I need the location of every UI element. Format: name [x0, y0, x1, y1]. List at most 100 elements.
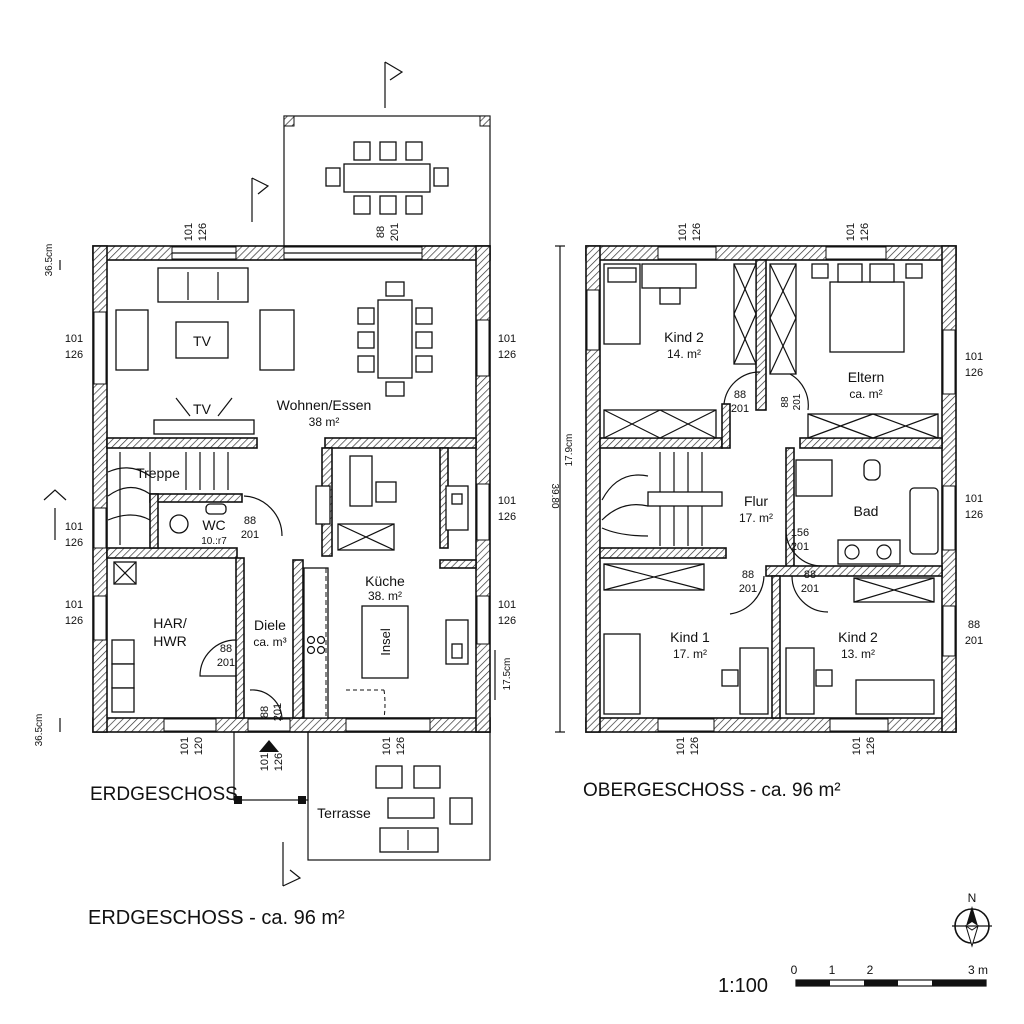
- dim-up-top2-h: 126: [859, 223, 871, 241]
- dim-up-door-kind2b-w: 88: [804, 569, 816, 581]
- dim-top1-h: 126: [197, 223, 209, 241]
- scale-tick-2: 2: [867, 963, 874, 977]
- dim-bottom1-h: 120: [193, 737, 205, 755]
- dim-left1-h: 126: [65, 349, 83, 361]
- upper-floor-labels: Kind 2 14. m² Eltern ca. m² Flur 17. m² …: [549, 223, 983, 801]
- scale-ratio: 1:100: [718, 975, 768, 997]
- dim-left3-h: 126: [65, 615, 83, 627]
- room-area-kueche: 38. m²: [368, 589, 402, 603]
- room-label-bad: Bad: [854, 503, 879, 519]
- dim-up-bottom1-h: 126: [689, 737, 701, 755]
- dim-har-door-h: 201: [217, 657, 235, 669]
- room-label-terrasse: Terrasse: [317, 805, 371, 821]
- dim-entry-door-h: 201: [272, 703, 284, 721]
- dim-wc-door-w: 88: [244, 515, 256, 527]
- scale-tick-0: 0: [791, 963, 798, 977]
- dim-up-right1-w: 101: [965, 351, 983, 363]
- room-label-wc: WC: [202, 517, 225, 533]
- upper-floor-title: OBERGESCHOSS - ca. 96 m²: [583, 780, 841, 801]
- dim-up-door-eltern-h: 201: [792, 393, 803, 410]
- dim-right3-w: 101: [498, 599, 516, 611]
- dim-right3-h: 126: [498, 615, 516, 627]
- room-area-wc: 10.:r7: [201, 536, 227, 547]
- upper-floor-plan: [555, 245, 957, 733]
- ground-floor-plan: [43, 61, 496, 887]
- scale-tick-1: 1: [829, 963, 836, 977]
- dim-bottom2-w: 101: [381, 737, 393, 755]
- room-area-diele: ca. m³: [253, 635, 286, 649]
- room-label-diele: Diele: [254, 617, 286, 633]
- dim-bottom2-h: 126: [395, 737, 407, 755]
- room-area-kind1: 17. m²: [673, 647, 707, 661]
- tv-label-2: TV: [193, 401, 212, 417]
- room-area-kind2-top: 14. m²: [667, 347, 701, 361]
- room-area-wohnen: 38 m²: [309, 415, 340, 429]
- north-label: N: [968, 891, 977, 905]
- dim-up-top1-w: 101: [677, 223, 689, 241]
- dim-up-door-bad-h: 201: [791, 541, 809, 553]
- room-label-eltern: Eltern: [848, 369, 885, 385]
- room-label-treppe: Treppe: [136, 465, 180, 481]
- dim-bottom1-w: 101: [179, 737, 191, 755]
- dim-entry-side-w: 101: [259, 753, 271, 771]
- room-area-flur: 17. m²: [739, 511, 773, 525]
- dim-up-bottom2-w: 101: [851, 737, 863, 755]
- room-label-hwr: HWR: [153, 633, 186, 649]
- dim-up-bottom1-w: 101: [675, 737, 687, 755]
- dim-up-door-kind1-w: 88: [742, 569, 754, 581]
- ground-floor-title: ERDGESCHOSS: [90, 784, 238, 805]
- island-label: Insel: [378, 628, 393, 656]
- dim-right2-h: 126: [498, 511, 516, 523]
- dim-wall-top: 36.5cm: [44, 244, 55, 277]
- room-label-wohnen: Wohnen/Essen: [277, 397, 372, 413]
- dim-up-right2-h: 126: [965, 509, 983, 521]
- dim-up-total-height: 39.80: [549, 483, 560, 508]
- room-area-eltern: ca. m²: [849, 387, 882, 401]
- dim-up-door-kind2b-h: 201: [801, 583, 819, 595]
- dim-left2-w: 101: [65, 521, 83, 533]
- room-label-flur: Flur: [744, 493, 768, 509]
- dim-har-door-w: 88: [220, 643, 232, 655]
- dim-up-right3-w: 88: [968, 619, 980, 631]
- dim-wc-door-h: 201: [241, 529, 259, 541]
- north-arrow-icon: N: [952, 891, 992, 948]
- dim-wall-right: 17.5cm: [502, 658, 513, 691]
- dim-right1-w: 101: [498, 333, 516, 345]
- room-area-kind2-bottom: 13. m²: [841, 647, 875, 661]
- room-label-kind1: Kind 1: [670, 629, 710, 645]
- dim-left2-h: 126: [65, 537, 83, 549]
- room-label-har: HAR/: [153, 615, 187, 631]
- dim-entry-door-w: 88: [259, 706, 271, 718]
- dim-up-right3-h: 201: [965, 635, 983, 647]
- upper-stairs: [601, 452, 723, 546]
- dim-up-door-kind1-h: 201: [739, 583, 757, 595]
- dim-up-right2-w: 101: [965, 493, 983, 505]
- dim-top2-w: 88: [375, 226, 387, 238]
- room-label-kind2-bottom: Kind 2: [838, 629, 878, 645]
- dim-right2-w: 101: [498, 495, 516, 507]
- ground-stairs: [107, 452, 229, 545]
- dim-up-door-bad-w: 156: [791, 527, 809, 539]
- dim-up-door-kind2-h: 201: [731, 403, 749, 415]
- dim-right1-h: 126: [498, 349, 516, 361]
- scale-bar: 1:100 0 1 2 3 m: [718, 963, 988, 997]
- dim-top1-w: 101: [183, 223, 195, 241]
- dim-up-door-eltern-w: 88: [780, 396, 791, 408]
- dim-up-door-kind2-w: 88: [734, 389, 746, 401]
- dim-entry-side-h: 126: [273, 753, 285, 771]
- dim-wall-bottom: 36.5cm: [34, 714, 45, 747]
- dim-up-bottom2-h: 126: [865, 737, 877, 755]
- ground-floor-labels: Wohnen/Essen 38 m² TV TV Treppe WC 10.:r…: [34, 223, 516, 929]
- dim-top2-h: 201: [389, 223, 401, 241]
- ground-floor-caption: ERDGESCHOSS - ca. 96 m²: [88, 907, 345, 929]
- dim-up-top2-w: 101: [845, 223, 857, 241]
- dim-left3-w: 101: [65, 599, 83, 611]
- scale-tick-3: 3 m: [968, 963, 988, 977]
- dim-up-top1-h: 126: [691, 223, 703, 241]
- tv-label-1: TV: [193, 333, 212, 349]
- dim-left1-w: 101: [65, 333, 83, 345]
- room-label-kueche: Küche: [365, 573, 405, 589]
- dim-up-right1-h: 126: [965, 367, 983, 379]
- dim-up-wall-left: 17.9cm: [564, 434, 575, 467]
